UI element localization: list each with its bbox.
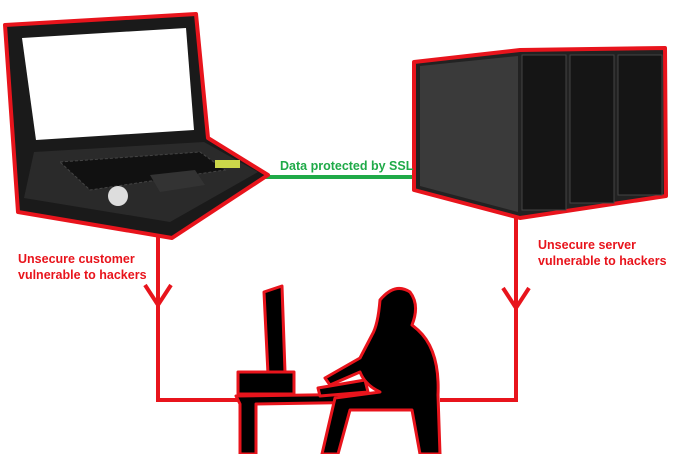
laptop-icon xyxy=(3,12,270,240)
server-attack-line xyxy=(440,212,518,402)
server-arrow-icon xyxy=(501,286,531,312)
customer-arrow-icon xyxy=(143,283,173,309)
server-warning-line2: vulnerable to hackers xyxy=(538,254,667,268)
ssl-label: Data protected by SSL xyxy=(280,159,414,173)
hacker-silhouette-icon xyxy=(234,284,442,454)
customer-attack-line xyxy=(156,205,240,402)
customer-warning-line1: Unsecure customer xyxy=(18,252,135,266)
server-icon xyxy=(412,46,668,220)
customer-warning-line2: vulnerable to hackers xyxy=(18,268,147,282)
server-warning-line1: Unsecure server xyxy=(538,238,636,252)
